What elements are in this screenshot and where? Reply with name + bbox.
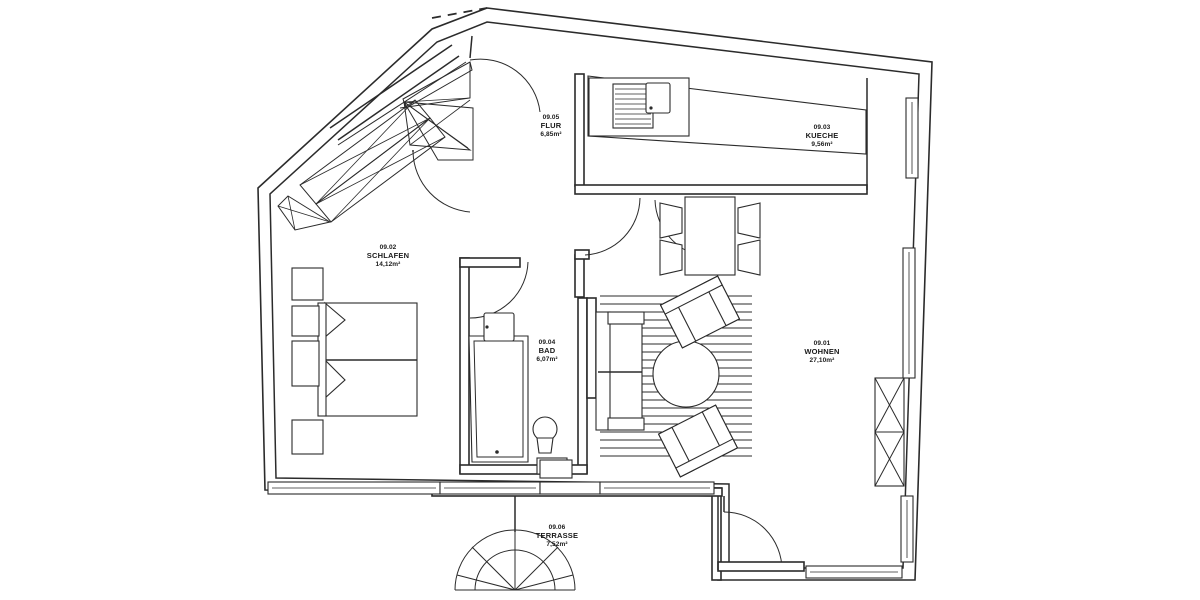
entry-door	[469, 35, 541, 113]
diagonal-glazing-nw	[277, 7, 488, 231]
armchair-upper	[659, 275, 741, 349]
nightstand-lower	[291, 340, 320, 387]
sink-basin	[645, 82, 671, 114]
toilet	[532, 416, 558, 454]
dining-table	[684, 196, 736, 276]
dresser	[291, 267, 324, 301]
kitchen-fixtures	[587, 75, 867, 276]
dining-chair-3	[737, 202, 761, 239]
east-windows	[900, 97, 919, 563]
dining-chair-1	[659, 202, 683, 239]
sofa	[595, 311, 645, 431]
wardrobe-cabinet	[874, 377, 905, 487]
dresser-lower	[291, 419, 324, 455]
bathtub	[468, 335, 529, 463]
south-windows	[267, 481, 715, 495]
armchair-lower	[657, 404, 739, 478]
terrace	[454, 496, 903, 591]
fan-paving-pattern	[454, 496, 576, 591]
nightstand-upper	[291, 305, 320, 337]
bedroom-fixtures	[291, 267, 418, 455]
dining-chair-4	[737, 239, 761, 276]
washbasin	[483, 312, 515, 342]
window-south-3	[539, 481, 601, 495]
living-room-fixtures	[595, 275, 905, 487]
misc-details	[539, 78, 868, 570]
dining-chair-2	[659, 239, 683, 276]
round-coffee-table	[652, 340, 720, 408]
